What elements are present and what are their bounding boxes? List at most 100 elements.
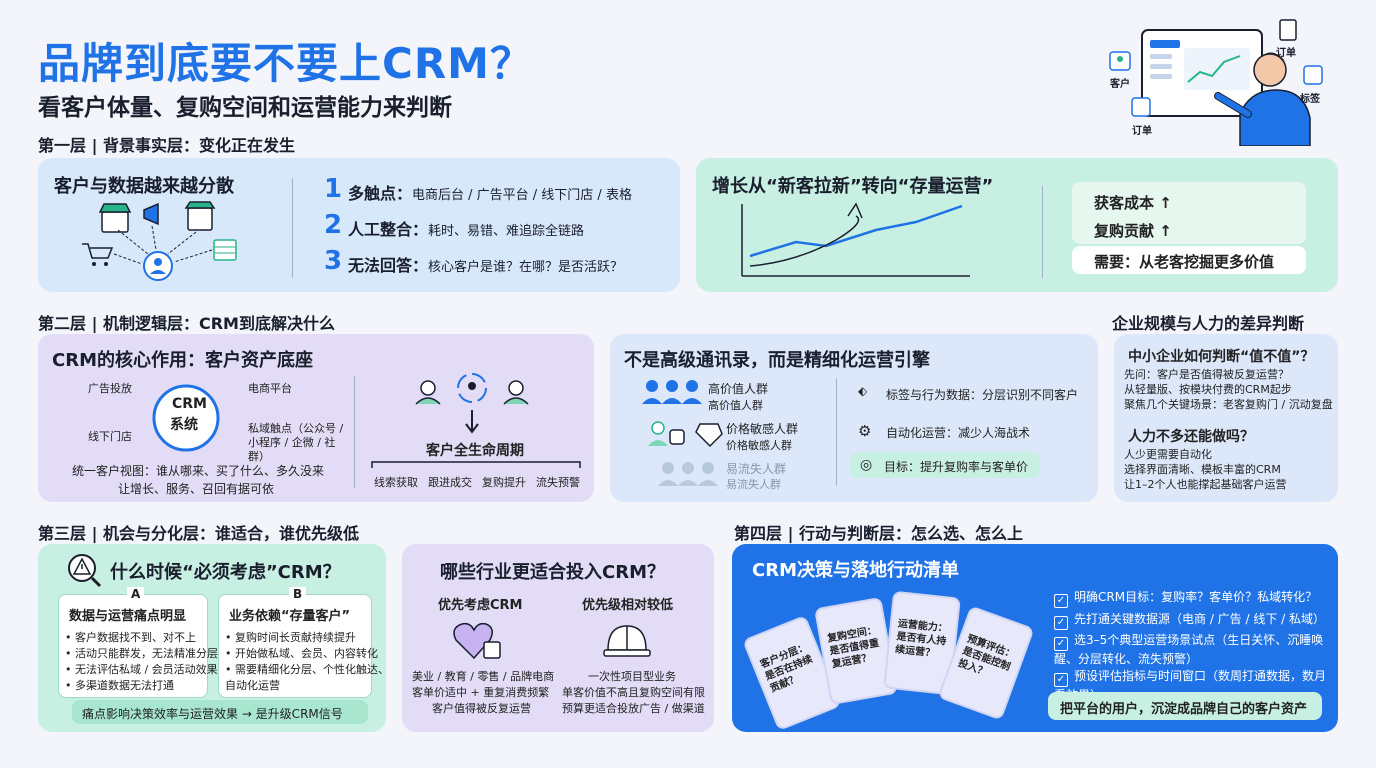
summary-line: 统一客户视图：谁从哪来、买了什么、多久没来 <box>72 464 325 478</box>
point-head: 人工整合： <box>348 220 429 239</box>
point-head: 无法回答： <box>348 256 429 275</box>
answer-line: 先问：客户是否值得被反复运营？ <box>1124 368 1289 381</box>
hero-label-customer: 客户 <box>1110 79 1130 90</box>
lifecycle-step: 流失预警 <box>536 476 580 489</box>
signal-text: 痛点影响决策效率与运营效果 → 是升级CRM信号 <box>82 707 343 721</box>
answer-line: 选择界面清晰、模板丰富的CRM <box>1124 463 1281 476</box>
stats-box: 获客成本 ↑ 复购贡献 ↑ <box>1072 182 1306 244</box>
segment-sub: 价格敏感人群 <box>726 439 792 452</box>
point-item: 无法回答：核心客户是谁？在哪？是否活跃？ <box>348 252 623 276</box>
panel-line: • 无法评估私域 / 会员活动效果 <box>65 663 218 676</box>
check-icon: ✓ <box>1054 594 1068 608</box>
signal-bar: 痛点影响决策效率与运营效果 → 是升级CRM信号 <box>72 700 368 724</box>
target-icon: ◎ <box>860 457 873 473</box>
feature-item: 目标：提升复购率与客单价 <box>884 460 1029 474</box>
stat-item: 获客成本 ↑ <box>1094 194 1172 212</box>
layer1-label: 第一层 | 背景事实层：变化正在发生 <box>38 136 295 155</box>
goal-banner-text: 把平台的用户，沉淀成品牌自己的客户资产 <box>1060 702 1308 717</box>
stat-item: 复购贡献 ↑ <box>1094 222 1172 240</box>
goal-banner: 把平台的用户，沉淀成品牌自己的客户资产 <box>1048 692 1322 720</box>
engine-card: 不是高级通讯录，而是精细化运营引擎 高价值人群 高价值人群 价格敏感人群 价格敏… <box>610 334 1098 502</box>
column-title: 优先考虑CRM <box>438 598 523 613</box>
crm-system-icon <box>152 384 220 452</box>
hard-hat-icon <box>603 625 651 657</box>
segment-sub: 易流失人群 <box>726 478 781 491</box>
warning-magnifier-icon <box>68 554 102 588</box>
answer-line: 从轻量版、按模块付费的CRM起步 <box>1124 383 1292 396</box>
segment-name: 价格敏感人群 <box>726 422 799 436</box>
hero-illustration: 客户 订单 标签 订单 <box>1100 18 1340 147</box>
layer1-left-card: 客户与数据越来越分散 1 多触点：电商后台 / 广告平台 / 线下门店 / 表格… <box>38 158 680 292</box>
lifecycle-title: 客户全生命周期 <box>426 443 524 459</box>
question: 中小企业如何判断“值不值”？ <box>1128 349 1315 365</box>
layer4-label: 第四层 | 行动与判断层：怎么选、怎么上 <box>734 524 1023 543</box>
panel-line: • 活动只能群发，无法精准分层 <box>65 647 218 660</box>
card-title: 哪些行业更适合投入CRM？ <box>440 562 665 583</box>
crm-label: CRM <box>172 396 207 412</box>
card-title: CRM决策与落地行动清单 <box>752 560 959 581</box>
layer3-label: 第三层 | 机会与分化层：谁适合，谁优先级低 <box>38 524 359 543</box>
checklist-item: ✓先打通关键数据源（电商 / 广告 / 线下 / 私域） <box>1054 610 1325 630</box>
when-card: 什么时候“必须考虑”CRM？ A 数据与运营痛点明显 • 客户数据找不到、对不上… <box>38 544 389 732</box>
hero-label-tag: 标签 <box>1300 94 1320 105</box>
churn-group-icon <box>658 462 718 486</box>
panel-b: B 业务依赖“存量客户” • 复购时间长贡献持续提升 • 开始做私域、会员、内容… <box>218 587 389 698</box>
price-sensitive-group-icon <box>648 421 723 448</box>
divider <box>354 376 355 488</box>
point-number: 3 <box>324 246 343 276</box>
panel-line: • 开始做私域、会员、内容转化 <box>225 647 378 660</box>
page-subtitle: 看客户体量、复购空间和运营能力来判断 <box>38 95 452 121</box>
point-head: 多触点： <box>348 184 413 203</box>
checklist-text: 选3–5个典型运营场景试点（生日关怀、沉睡唤醒、分层转化、流失预警） <box>1054 633 1324 666</box>
checklist-item: ✓明确CRM目标：复购率？客单价？私域转化？ <box>1054 588 1317 608</box>
crm-label: 系统 <box>170 417 198 433</box>
industry-card: 哪些行业更适合投入CRM？ 优先考虑CRM 优先级相对较低 美业 / 教育 / … <box>402 544 714 732</box>
divider <box>1042 186 1043 278</box>
priority-line: 客单价适中 + 重复消费频繁 <box>412 686 550 699</box>
point-item: 多触点：电商后台 / 广告平台 / 线下门店 / 表格 <box>348 180 632 204</box>
feature-item: 标签与行为数据：分层识别不同客户 <box>886 388 1079 402</box>
divider <box>292 178 293 278</box>
checklist-text: 先打通关键数据源（电商 / 广告 / 线下 / 私域） <box>1074 612 1326 626</box>
card-title: 不是高级通讯录，而是精细化运营引擎 <box>624 350 930 371</box>
point-number: 1 <box>324 174 343 204</box>
panel-line: 自动化运营 <box>225 679 280 692</box>
tag-icon: ⬖ <box>858 384 868 398</box>
check-icon: ✓ <box>1054 673 1068 687</box>
source-label: 私域触点（公众号 / 小程序 / 企微 / 社群） <box>248 422 344 463</box>
lifecycle-cycle-icon <box>415 373 529 434</box>
bracket-icon <box>371 461 581 468</box>
badge-a: A <box>127 587 145 601</box>
point-item: 人工整合：耗时、易错、难追踪全链路 <box>348 216 584 240</box>
decision-card-text: 复购空间：是否值得重复运营？ <box>826 625 880 671</box>
scale-card: 中小企业如何判断“值不值”？ 先问：客户是否值得被反复运营？ 从轻量版、按模块付… <box>1114 334 1338 502</box>
decision-card-text: 运营能力：是否有人持续运营？ <box>894 618 949 660</box>
source-label: 线下门店 <box>88 430 132 443</box>
goal-pill: ◎ 目标：提升复购率与客单价 <box>850 452 1040 478</box>
gear-icon: ⚙ <box>858 422 872 440</box>
summary-line: 让增长、服务、召回有据可依 <box>118 482 275 496</box>
low-priority-line: 预算更适合投放广告 / 做渠道 <box>562 702 705 715</box>
panel-title: 数据与运营痛点明显 <box>69 609 187 624</box>
column-title: 优先级相对较低 <box>582 598 674 613</box>
panel-line: • 需要精细化分层、个性化触达、 <box>225 663 389 676</box>
point-number: 2 <box>324 210 343 240</box>
answer-line: 人少更需要自动化 <box>1124 448 1212 461</box>
point-desc: 电商后台 / 广告平台 / 线下门店 / 表格 <box>412 188 632 203</box>
panel-title: 业务依赖“存量客户” <box>229 609 351 624</box>
lifecycle-step: 复购提升 <box>482 476 526 489</box>
lifecycle-step: 跟进成交 <box>428 476 472 489</box>
decision-card-text: 预算评估：是否能控制投入？ <box>956 633 1017 679</box>
need-text: 需要：从老客挖掘更多价值 <box>1094 253 1275 271</box>
feature-item: 自动化运营：减少人海战术 <box>886 426 1031 440</box>
panel-a: A 数据与运营痛点明显 • 客户数据找不到、对不上 • 活动只能群发，无法精准分… <box>58 587 218 698</box>
checklist-item: ✓选3–5个典型运营场景试点（生日关怀、沉睡唤醒、分层转化、流失预警） <box>1054 632 1326 667</box>
point-desc: 核心客户是谁？在哪？是否活跃？ <box>428 260 624 275</box>
panel-line: • 复购时间长贡献持续提升 <box>225 631 356 644</box>
action-card: CRM决策与落地行动清单 客户分层：是否在持续贡献？ 复购空间：是否值得重复运营… <box>732 544 1338 732</box>
growth-chart-icon <box>741 202 970 277</box>
hero-label-order: 订单 <box>1276 48 1296 59</box>
card-title: CRM的核心作用：客户资产底座 <box>52 350 313 371</box>
source-label: 广告投放 <box>88 382 132 395</box>
source-label: 电商平台 <box>248 382 292 395</box>
